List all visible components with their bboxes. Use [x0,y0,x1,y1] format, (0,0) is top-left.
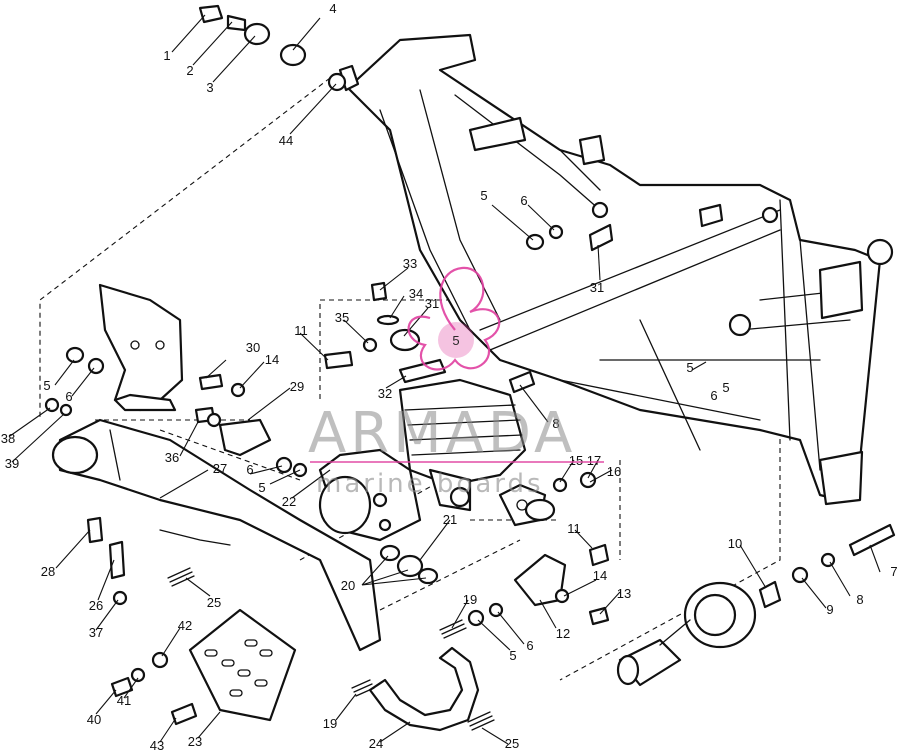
muffler [51,418,382,652]
callout-21: 21 [443,512,457,527]
belt-guard-bracket [98,283,184,412]
callout-5: 5 [43,378,50,393]
callout-4: 4 [329,1,336,16]
callout-30: 30 [246,340,260,355]
callout-7: 7 [890,564,897,579]
callout-34: 34 [409,286,423,301]
callout-23: 23 [188,734,202,749]
callout-44: 44 [279,133,293,148]
watermark-badge: 5 [452,333,459,348]
callout-8: 8 [552,416,559,431]
callout-28: 28 [41,564,55,579]
callout-25: 25 [505,736,519,751]
callout-12: 12 [556,626,570,641]
callout-3: 3 [206,80,213,95]
callout-26: 26 [89,598,103,613]
callout-16: 16 [607,464,621,479]
callout-11: 11 [294,323,308,338]
callout-38: 38 [1,431,15,446]
mount-brackets [218,418,567,607]
leader-lines [9,14,881,745]
callout-5: 5 [722,380,729,395]
intake-flange [498,483,556,527]
engine [318,378,527,542]
watermark-subtitle: marine boards [316,469,544,499]
watermark: 5 ARMADA marine boards [308,266,604,499]
callout-35: 35 [335,310,349,325]
callout-1: 1 [163,48,170,63]
callout-6: 6 [246,462,253,477]
callout-20: 20 [341,578,355,593]
callout-14: 14 [593,568,607,583]
callout-32: 32 [378,386,392,401]
watermark-brand: ARMADA [308,401,576,466]
callout-31: 31 [590,280,604,295]
callout-33: 33 [403,256,417,271]
callout-25: 25 [207,595,221,610]
callout-6: 6 [520,193,527,208]
callout-19: 19 [323,716,337,731]
callout-14: 14 [265,352,279,367]
callout-17: 17 [587,453,601,468]
callout-5: 5 [509,648,516,663]
callout-40: 40 [87,712,101,727]
callout-43: 43 [150,738,164,752]
callout-29: 29 [290,379,304,394]
clutch-assembly [616,581,757,687]
hardware [44,4,896,731]
callout-24: 24 [369,736,383,751]
callout-6: 6 [526,638,533,653]
callout-37: 37 [89,625,103,640]
callout-39: 39 [5,456,19,471]
callout-19: 19 [463,592,477,607]
watermark-logo-icon: 5 [407,266,501,371]
callout-5: 5 [258,480,265,495]
callout-9: 9 [826,602,833,617]
callout-41: 41 [117,693,131,708]
heat-shield [188,608,297,722]
callout-6: 6 [65,389,72,404]
callout-6: 6 [710,388,717,403]
callout-22: 22 [282,494,296,509]
callout-15: 15 [569,453,583,468]
callout-42: 42 [178,618,192,633]
callout-36: 36 [165,450,179,465]
callout-2: 2 [186,63,193,78]
callout-31: 31 [425,296,439,311]
callout-8: 8 [856,592,863,607]
callout-11: 11 [567,521,581,536]
callout-27: 27 [213,461,227,476]
callout-5: 5 [480,188,487,203]
frame [338,33,894,506]
exhaust-pipe [368,646,480,732]
callout-10: 10 [728,536,742,551]
callout-5: 5 [686,360,693,375]
callout-13: 13 [617,586,631,601]
